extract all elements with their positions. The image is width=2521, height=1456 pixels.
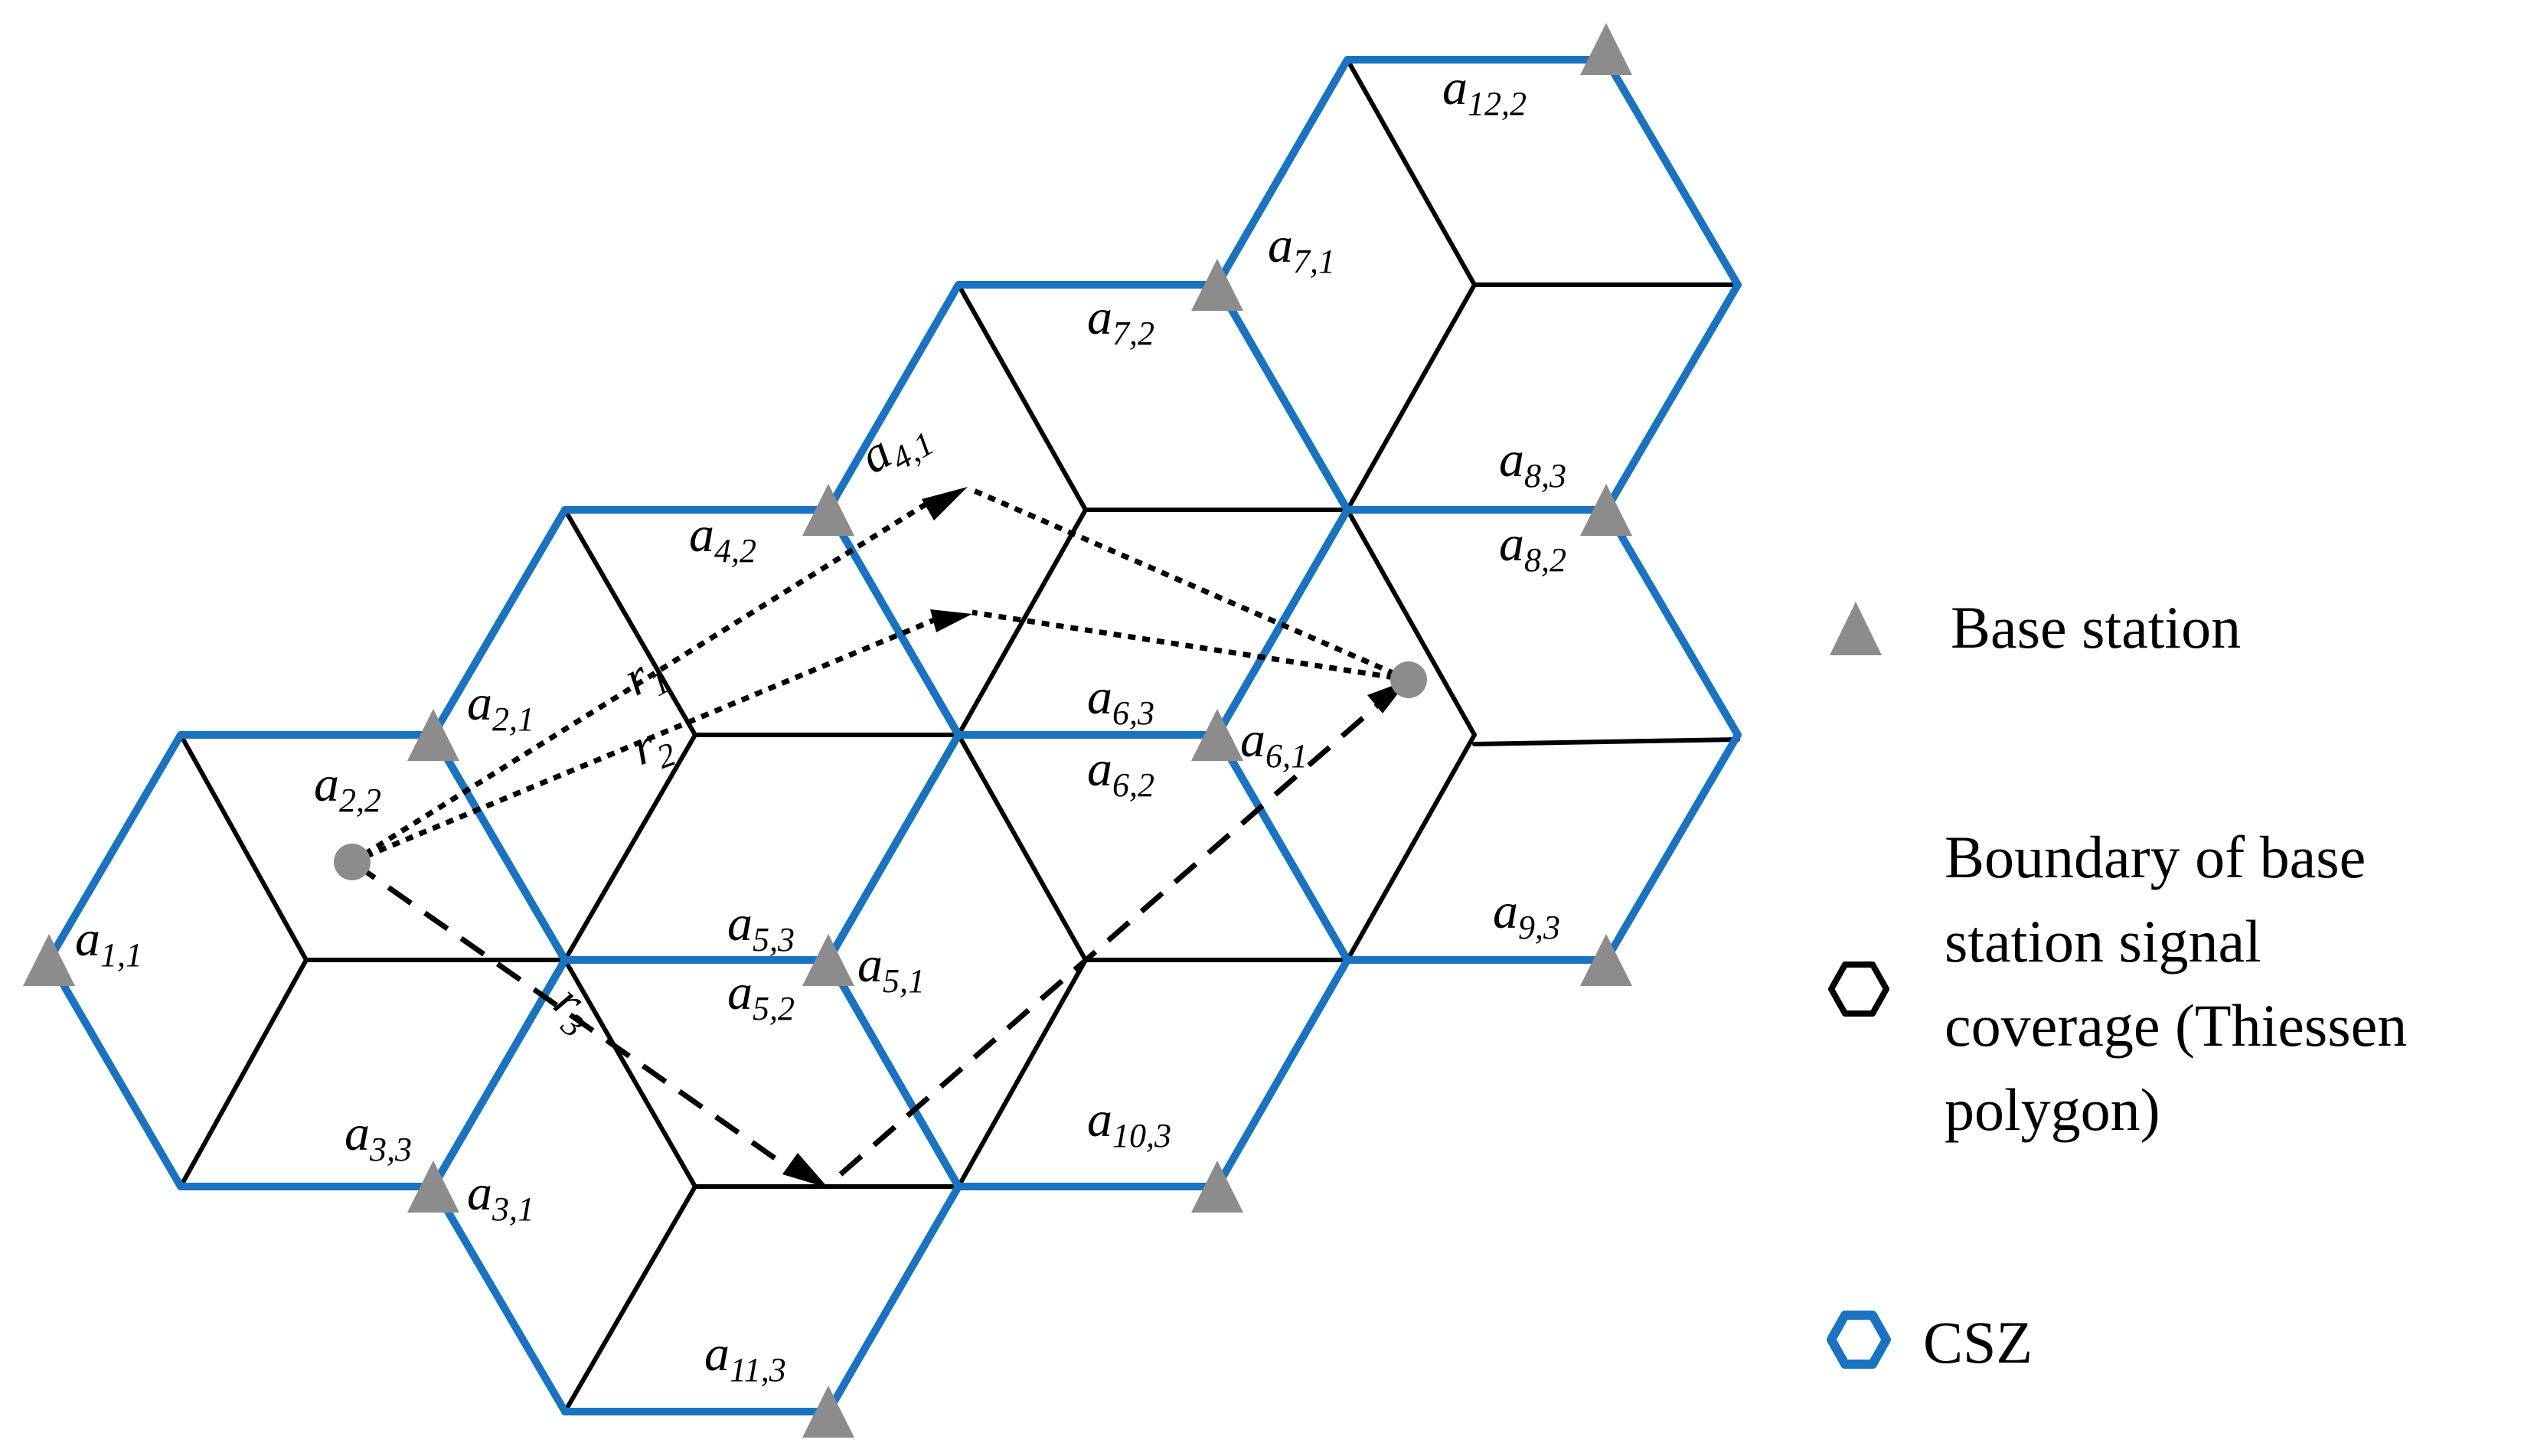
legend-boundary-label-line-3: coverage (Thiessen [1945,992,2407,1059]
dotted-return-path [971,609,1409,683]
legend-base-station-label: Base station [1951,594,2241,661]
label-a11: a1,1 [75,911,142,974]
legend-boundary-label-line-2: station signal [1945,908,2261,974]
base-station-triangle-icon [1191,1161,1243,1213]
legend-boundary-label-line-4: polygon) [1945,1076,2160,1143]
base-station-triangle-icon [1191,709,1243,761]
movement-paths [350,487,1410,1178]
legend-boundary-label-line-1: Boundary of base [1945,824,2366,890]
label-a83: a8,3 [1499,432,1566,495]
arrowhead-icon [922,487,968,521]
base-station-triangle-icon [1580,23,1632,75]
csz-hexagon [1213,506,1742,964]
boundary-line [1472,737,1740,746]
legend-triangle-icon [1830,602,1882,655]
boundary-line [178,733,309,1189]
label-a53: a5,3 [727,896,795,958]
path-labels: r1 r2 r3 [544,648,681,1045]
label-a63: a6,3 [1087,669,1154,732]
arrowhead-icon [782,1153,828,1188]
label-a61: a6,1 [1240,712,1308,775]
end-point [1390,661,1427,698]
arrowhead-icon [930,609,972,632]
label-a21: a2,1 [467,675,534,738]
r2-dotted-path [351,617,936,865]
label-a51: a5,1 [857,937,925,1000]
label-a31: a3,1 [467,1165,534,1228]
label-a122: a12,2 [1442,60,1527,122]
legend-black-hexagon-icon [1828,961,1889,1017]
legend-csz-label: CSZ [1923,1309,2033,1376]
label-a113: a11,3 [704,1326,786,1389]
base-station-triangle-icon [802,1386,854,1438]
label-a42: a4,2 [689,507,756,570]
label-a41: a4,1 [851,403,940,491]
dotted-return-path [971,487,1410,683]
label-a103: a10,3 [1087,1092,1171,1154]
label-a33: a3,3 [345,1105,412,1168]
label-a52: a5,2 [727,965,795,1027]
base-station-triangle-icon [407,709,459,761]
label-a71: a7,1 [1268,217,1335,280]
label-a72: a7,2 [1087,289,1154,352]
base-station-triangle-icon [1580,934,1632,986]
dashed-return-path [838,685,1400,1177]
legend: Base station Boundary of base station si… [1827,594,2407,1376]
r1-dotted-path [351,497,936,864]
base-station-triangle-icon [802,484,854,536]
base-station-triangle-icon [407,1161,459,1213]
label-a82: a8,2 [1499,516,1566,579]
start-point [334,844,371,880]
base-station-triangle-icon [1580,484,1632,536]
label-r2: r2 [625,711,681,782]
legend-blue-hexagon-icon [1827,1311,1891,1369]
label-a22: a2,2 [314,756,381,819]
label-a93: a9,3 [1493,883,1560,946]
base-station-triangle-icon [1191,259,1243,311]
base-stations [23,23,1632,1438]
cell-labels: a1,1 a2,2 a2,1 a3,3 a3,1 a4,2 a4,1 a5,3 … [75,60,1566,1389]
label-a62: a6,2 [1087,741,1154,804]
base-station-triangle-icon [23,934,75,986]
base-station-triangle-icon [802,934,854,986]
r3-dashed-path [350,860,802,1178]
